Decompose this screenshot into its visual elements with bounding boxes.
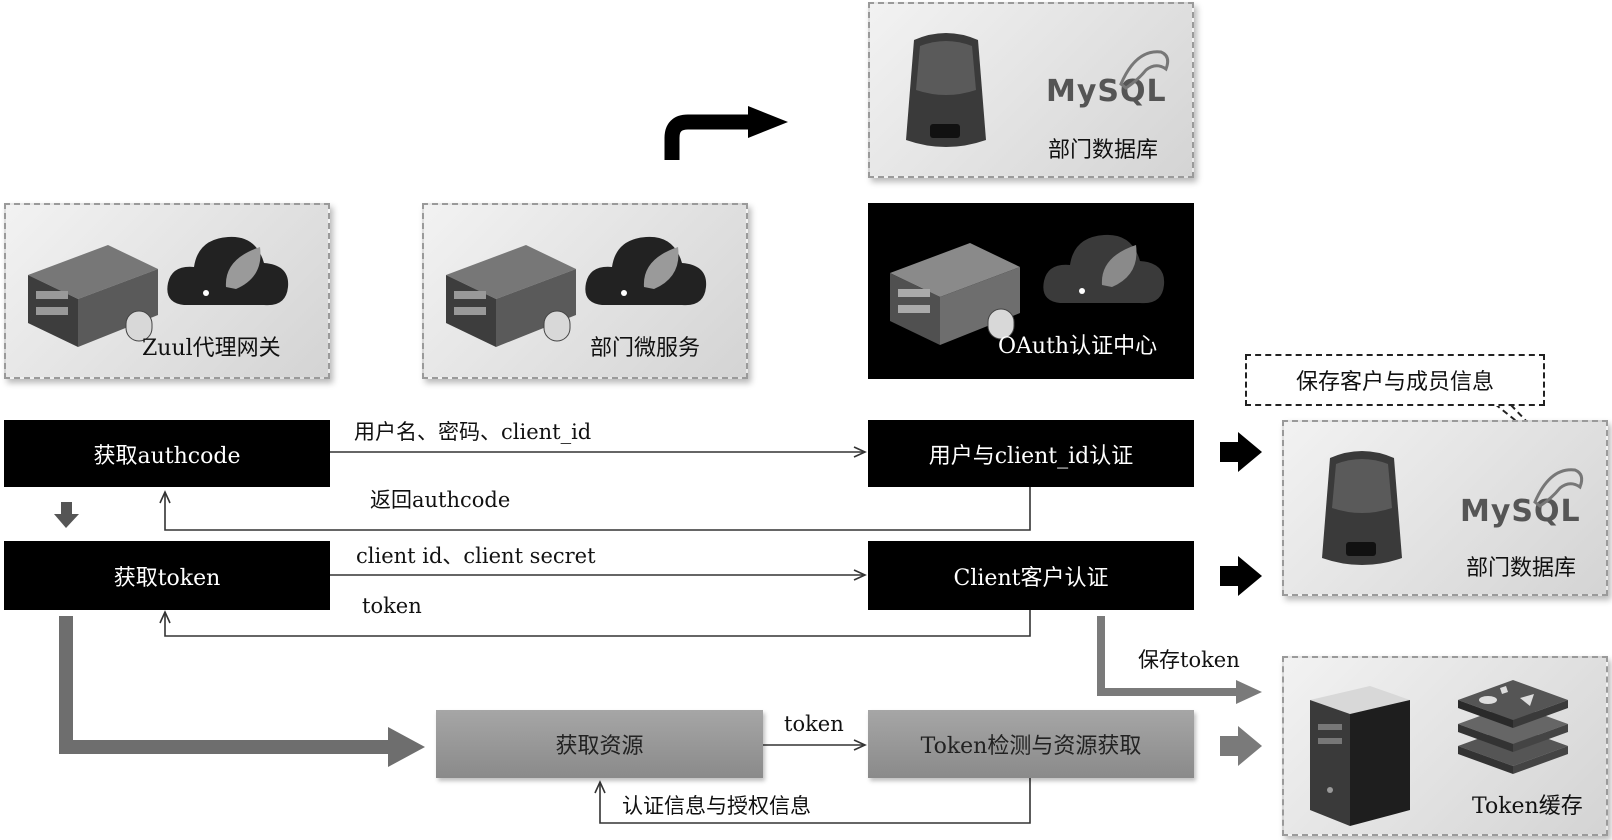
get-authcode-box: 获取authcode [4,420,330,487]
card-label-token-cache: Token缓存 [1472,794,1583,819]
label-return-authcode: 返回authcode [370,488,511,512]
server-rack-icon [446,245,576,347]
client-auth-box: Client客户认证 [868,541,1194,610]
dept-db-card-top: MySQL 部门数据库 [868,2,1194,178]
database-server-icon [906,33,986,147]
auth-info-arrow [594,778,1031,824]
card-label-oauth: OAuth认证中心 [998,334,1158,359]
arrow-to-db-2 [1220,556,1262,596]
get-token-box: 获取token [4,541,330,610]
redis-icon [1458,680,1568,774]
user-client-auth-box: 用户与client_id认证 [868,420,1194,487]
database-server-icon [1322,451,1402,565]
bent-arrow-to-db [664,106,788,160]
token-cache-card: Token缓存 [1282,656,1608,836]
token-check-box: Token检测与资源获取 [868,710,1194,778]
card-label-dept-db-right: 部门数据库 [1466,556,1577,581]
mysql-logo: MySQL [1460,494,1581,529]
oauth-center-card: OAuth认证中心 [868,203,1194,379]
server-rack-icon [28,245,158,347]
label-save-token: 保存token [1138,648,1240,672]
label-auth-info: 认证信息与授权信息 [622,794,811,818]
spring-cloud-icon [585,236,707,306]
dept-microservice-card: 部门微服务 [422,203,748,379]
label-client-secret: client id、client secret [356,544,596,568]
return-authcode-arrow [159,487,1031,531]
card-label-dept-service: 部门微服务 [590,336,701,361]
token-return-arrow [159,610,1031,637]
callout-save-client-info: 保存客户与成员信息 [1245,354,1545,406]
card-label-zuul: Zuul代理网关 [142,336,281,361]
resource-flow-arrow [59,616,425,767]
card-label-dept-db-top: 部门数据库 [1048,138,1159,163]
dolphin-icon [1119,50,1170,90]
server-rack-icon [890,243,1020,345]
mysql-logo: MySQL [1046,74,1167,109]
dolphin-icon [1533,468,1584,508]
step-down-arrow [54,502,79,528]
spring-cloud-icon [167,236,289,306]
save-token-arrow [1097,616,1262,704]
zuul-gateway-card: Zuul代理网关 [4,203,330,379]
arrow-to-cache [1220,726,1262,766]
dept-db-card-right: MySQL 部门数据库 [1282,420,1608,596]
arrow-to-db-1 [1220,432,1262,472]
label-credentials: 用户名、密码、client_id [354,420,592,444]
label-token-request: token [784,712,844,736]
server-tower-icon [1310,686,1410,826]
label-token-return: token [362,594,422,618]
get-resource-box: 获取资源 [436,710,763,778]
spring-cloud-icon [1043,234,1165,304]
